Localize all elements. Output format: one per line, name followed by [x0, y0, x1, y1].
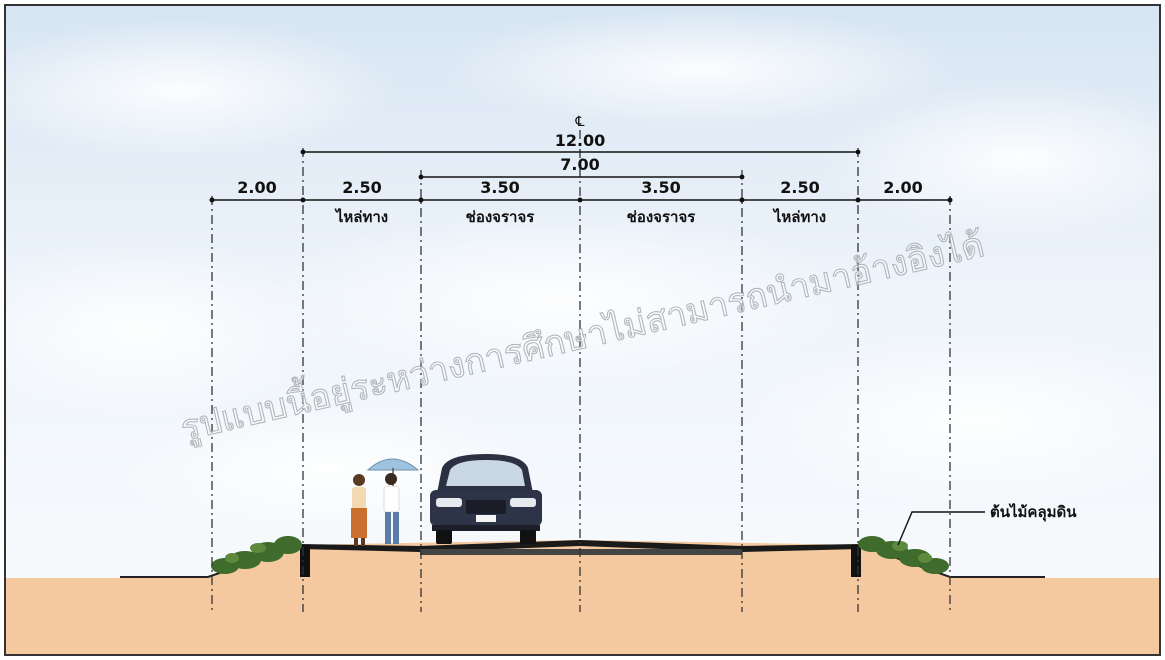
- segment-width-6: 2.00: [883, 178, 922, 197]
- clouds: [0, 10, 1165, 540]
- segment-width-4: 3.50: [641, 178, 680, 197]
- segment-label-lane-right: ช่องจราจร: [627, 208, 697, 226]
- image-frame: [4, 4, 1161, 656]
- extension-lines: [211, 130, 951, 612]
- ground-fill: [5, 578, 1160, 655]
- segment-width-5: 2.50: [780, 178, 819, 197]
- segment-width-1: 2.00: [237, 178, 276, 197]
- dim-carriageway-label: 7.00: [560, 155, 599, 174]
- callout-groundcover: ต้นไม้คลุมดิน: [990, 502, 1077, 522]
- segment-width-2: 2.50: [342, 178, 381, 197]
- right-lane-base: [580, 549, 742, 555]
- dim-total-label: 12.00: [555, 131, 606, 150]
- groundcover-right: [858, 536, 949, 574]
- left-curb: [300, 545, 310, 577]
- segment-label-shoulder-left: ไหล่ทาง: [334, 207, 388, 226]
- left-lane-base: [420, 549, 580, 555]
- groundcover-left: [211, 536, 302, 574]
- pedestrians-figure: [351, 458, 420, 546]
- segment-ticks: [209, 197, 953, 203]
- pickup-truck: [430, 454, 542, 544]
- segment-width-3: 3.50: [480, 178, 519, 197]
- centerline-symbol: ℄: [575, 114, 585, 130]
- right-curb: [851, 545, 861, 577]
- callout-leader: [897, 511, 985, 546]
- segment-label-shoulder-right: ไหล่ทาง: [772, 207, 826, 226]
- segment-label-lane-left: ช่องจราจร: [466, 208, 536, 226]
